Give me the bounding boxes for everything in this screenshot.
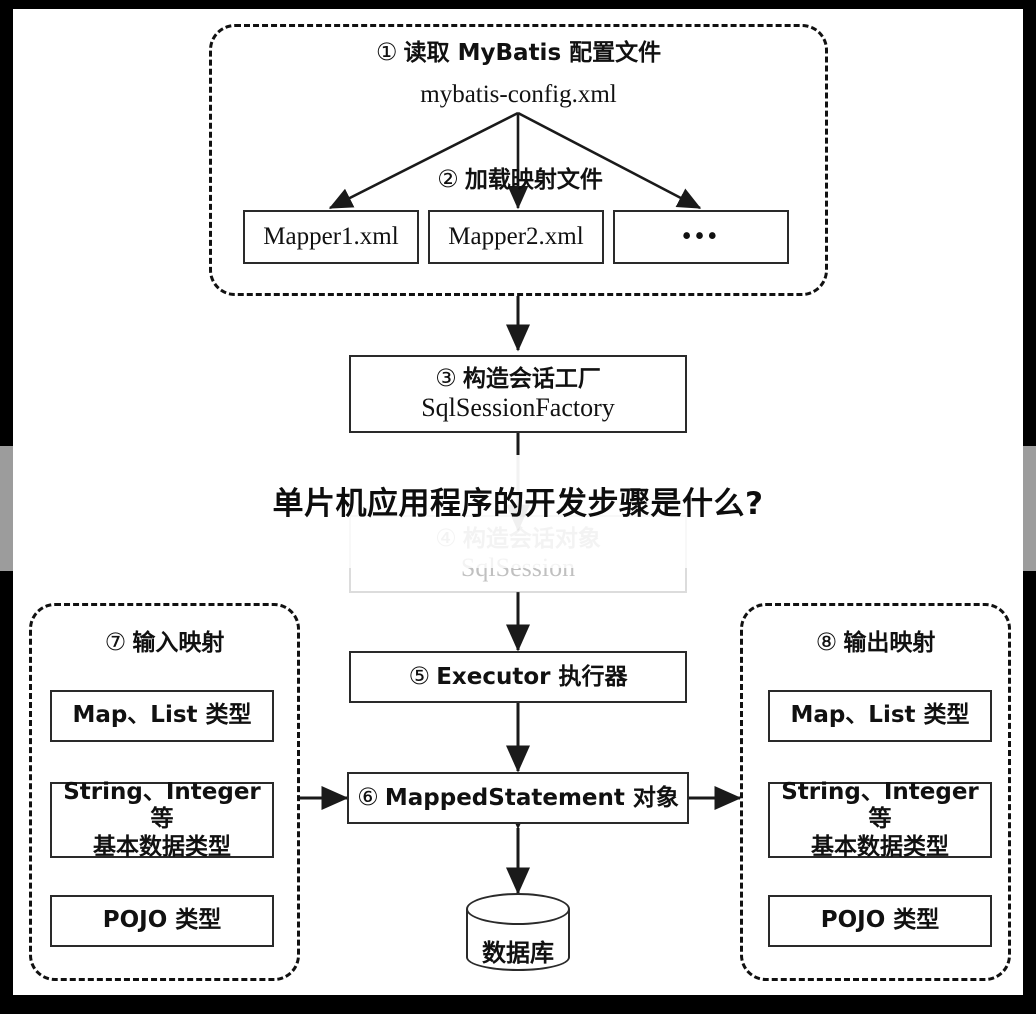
step-7-text: 输入映射 <box>132 630 225 656</box>
step-7-number: ⑦ <box>104 628 127 656</box>
mapper1-box[interactable]: Mapper1.xml <box>243 210 419 264</box>
input-box-map-list-label: Map、List 类型 <box>72 702 252 729</box>
output-box-map-list-label: Map、List 类型 <box>790 702 970 729</box>
input-box-map-list[interactable]: Map、List 类型 <box>50 690 274 742</box>
node-3-line1: ③ 构造会话工厂 <box>435 364 601 394</box>
config-file-name: mybatis-config.xml <box>420 81 617 108</box>
node-5-content: ⑤ Executor 执行器 <box>402 662 633 692</box>
node-3-number: ③ <box>435 363 457 392</box>
node-6-label: MappedStatement 对象 <box>384 785 679 812</box>
output-box-primitive-line2: 基本数据类型 <box>811 833 949 860</box>
output-box-map-list[interactable]: Map、List 类型 <box>768 690 992 742</box>
output-box-primitive-line1: String、Integer 等 <box>781 779 979 833</box>
step-2-label: ② 加载映射文件 <box>340 165 700 195</box>
step-1-number: ① <box>375 38 398 66</box>
node-5-label: Executor 执行器 <box>436 664 628 691</box>
mapper2-label: Mapper2.xml <box>448 223 584 251</box>
step-8-text: 输出映射 <box>843 630 936 656</box>
node-6-number: ⑥ <box>357 783 379 812</box>
mapper1-label: Mapper1.xml <box>263 223 399 251</box>
node-5-number: ⑤ <box>408 662 430 691</box>
mapper-more-box[interactable]: ••• <box>613 210 789 264</box>
node-mappedstatement[interactable]: ⑥ MappedStatement 对象 <box>347 772 689 824</box>
node-3-sublabel: SqlSessionFactory <box>421 393 615 423</box>
step-8-number: ⑧ <box>815 628 838 656</box>
step-2-text: 加载映射文件 <box>464 167 603 193</box>
letterbox-right-gray-segment <box>1023 446 1036 571</box>
arrow-config-to-mappers <box>328 111 702 210</box>
node-executor[interactable]: ⑤ Executor 执行器 <box>349 651 687 703</box>
output-box-primitive[interactable]: String、Integer 等 基本数据类型 <box>768 779 992 860</box>
database-cylinder[interactable]: 数据库 <box>466 893 570 973</box>
mapper2-box[interactable]: Mapper2.xml <box>428 210 604 264</box>
output-mapping-panel <box>740 603 1011 981</box>
config-panel <box>209 24 828 296</box>
letterbox-bottom <box>0 995 1036 1014</box>
input-mapping-panel <box>29 603 300 981</box>
input-mapping-title: ⑦ 输入映射 <box>29 628 300 658</box>
node-sqlsessionfactory[interactable]: ③ 构造会话工厂 SqlSessionFactory <box>349 355 687 433</box>
input-box-primitive-line1: String、Integer 等 <box>63 779 261 833</box>
step-1-text: 读取 MyBatis 配置文件 <box>403 40 662 66</box>
letterbox-top <box>0 0 1036 9</box>
output-box-pojo[interactable]: POJO 类型 <box>768 895 992 947</box>
input-box-pojo-label: POJO 类型 <box>102 907 222 934</box>
node-3-label: 构造会话工厂 <box>462 365 601 392</box>
mapper-more-label: ••• <box>681 221 721 253</box>
step-2-number: ② <box>437 165 459 193</box>
input-box-primitive[interactable]: String、Integer 等 基本数据类型 <box>50 779 274 860</box>
overlay-band <box>13 455 1023 568</box>
node-6-content: ⑥ MappedStatement 对象 <box>351 783 685 813</box>
cylinder-top-ellipse <box>466 893 570 925</box>
step-1-label: ① 读取 MyBatis 配置文件 <box>209 38 828 68</box>
overlay-headline: 单片机应用程序的开发步骤是什么? <box>272 486 764 522</box>
database-label: 数据库 <box>482 939 554 967</box>
output-mapping-title: ⑧ 输出映射 <box>740 628 1011 658</box>
letterbox-left-gray-segment <box>0 446 13 571</box>
output-box-pojo-label: POJO 类型 <box>820 907 940 934</box>
input-box-pojo[interactable]: POJO 类型 <box>50 895 274 947</box>
input-box-primitive-line2: 基本数据类型 <box>93 833 231 860</box>
